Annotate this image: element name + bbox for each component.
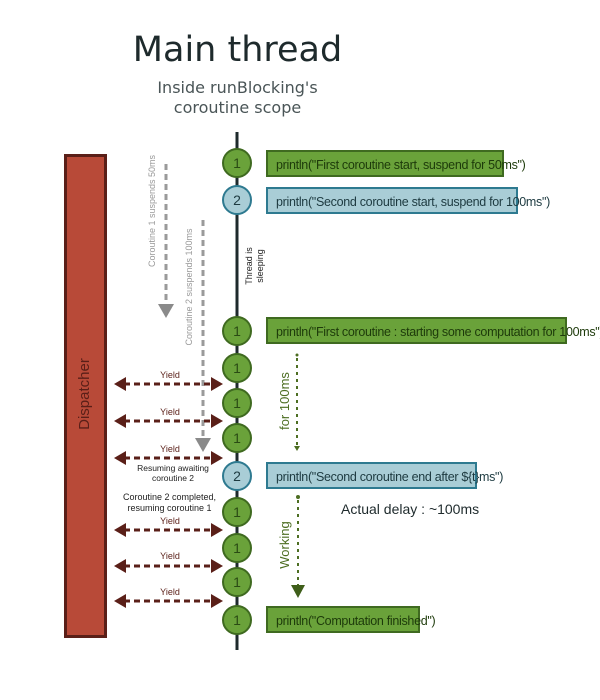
resuming-awaiting-line1: Resuming awaiting	[137, 463, 209, 473]
circle-number: 1	[233, 504, 241, 520]
coroutine1-circle: 1	[222, 388, 252, 418]
code-first-start: println("First coroutine start, suspend …	[266, 150, 526, 177]
resuming-awaiting-line2: coroutine 2	[151, 473, 195, 483]
coroutine2-circle: 2	[222, 461, 252, 491]
coroutine2-suspend-note: Coroutine 2 suspends 100ms	[184, 228, 194, 346]
circle-number: 1	[233, 574, 241, 590]
coroutine1-circle: 1	[222, 148, 252, 178]
coroutine1-circle: 1	[222, 423, 252, 453]
coroutine2-circle: 2	[222, 185, 252, 215]
coroutine1-suspend-arrow	[158, 164, 174, 318]
yield-label: Yield	[160, 407, 180, 417]
actual-delay-note: Actual delay : ~100ms	[341, 501, 480, 517]
circle-number: 2	[233, 468, 241, 484]
thread-sleeping-note: Thread is sleeping	[244, 239, 268, 293]
circle-number: 1	[233, 323, 241, 339]
completed-line2: resuming coroutine 1	[127, 503, 212, 513]
yield-arrow	[114, 451, 223, 465]
yield-label: Yield	[160, 516, 180, 526]
circle-number: 1	[233, 430, 241, 446]
code-first-compute: println("First coroutine : starting some…	[266, 317, 600, 344]
yield-arrows	[114, 377, 223, 608]
code-second-end: println("Second coroutine end after ${t}…	[266, 462, 503, 489]
yield-arrow	[114, 377, 223, 391]
code-computation-finished: println("Computation finished")	[266, 606, 436, 633]
coroutine1-circle: 1	[222, 605, 252, 635]
coroutine2-completed-note: Coroutine 2 completed, resuming coroutin…	[112, 492, 227, 514]
yield-label: Yield	[160, 370, 180, 380]
resuming-awaiting-note: Resuming awaiting coroutine 2	[118, 463, 228, 483]
coroutine1-circle: 1	[222, 353, 252, 383]
subtitle: Inside runBlocking's coroutine scope	[0, 78, 475, 118]
yield-label: Yield	[160, 587, 180, 597]
yield-arrow	[114, 594, 223, 608]
yield-arrow	[114, 559, 223, 573]
for-100ms-label: for 100ms	[277, 372, 292, 430]
yield-arrow	[114, 414, 223, 428]
coroutine1-suspend-note: Coroutine 1 suspends 50ms	[147, 154, 157, 268]
circle-number: 1	[233, 540, 241, 556]
dispatcher-label: Dispatcher	[76, 358, 93, 430]
coroutine1-circle: 1	[222, 497, 252, 527]
circle-number: 1	[233, 360, 241, 376]
subtitle-line2: coroutine scope	[173, 98, 302, 117]
yield-arrow	[114, 523, 223, 537]
timeline-circles: 1 2 1 1 1 1 2 1 1 1 1	[222, 148, 252, 635]
subtitle-line1: Inside runBlocking's	[157, 78, 318, 97]
working-label: Working	[277, 521, 292, 569]
thread-sleeping-line2: sleeping	[255, 249, 265, 283]
coroutine2-suspend-arrow	[195, 220, 211, 452]
coroutine1-circle: 1	[222, 316, 252, 346]
yield-label: Yield	[160, 444, 180, 454]
circle-number: 1	[233, 395, 241, 411]
circle-number: 1	[233, 155, 241, 171]
page-title: Main thread	[132, 30, 343, 70]
thread-sleeping-line1: Thread is	[244, 247, 254, 285]
code-second-start: println("Second coroutine start, suspend…	[266, 187, 550, 214]
work-arrow-working	[291, 495, 305, 598]
circle-number: 2	[233, 192, 241, 208]
yield-label: Yield	[160, 551, 180, 561]
dispatcher-box	[64, 154, 107, 638]
circle-number: 1	[233, 612, 241, 628]
work-arrow-for-100ms	[294, 353, 300, 451]
coroutine1-circle: 1	[222, 533, 252, 563]
completed-line1: Coroutine 2 completed,	[122, 492, 217, 502]
coroutine1-circle: 1	[222, 567, 252, 597]
